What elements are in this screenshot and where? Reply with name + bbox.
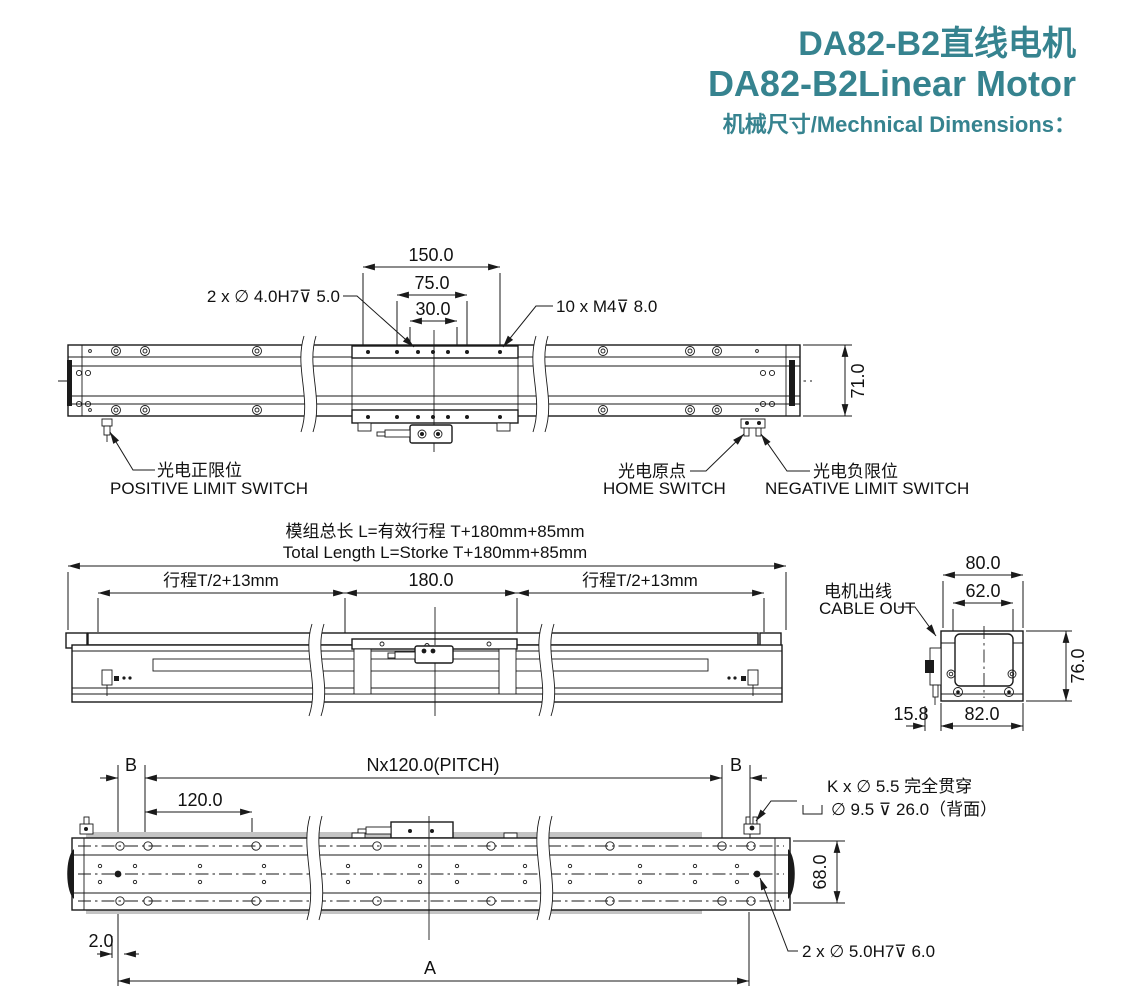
top-view: 150.0 75.0 30.0 71.0 2 x ∅ 4.0H7⊽ 5.0 10…: [58, 245, 969, 498]
top-view-carriage: [351, 330, 519, 452]
front-view-dimensions: 模组总长 L=有效行程 T+180mm+85mm Total Length L=…: [67, 522, 787, 642]
break-lines: [306, 814, 554, 922]
negative-limit-label-zh: 光电负限位: [813, 462, 898, 481]
dim-120: 120.0: [177, 790, 222, 810]
positive-limit-label-zh: 光电正限位: [157, 461, 242, 480]
k-hole-label-line1: K x ∅ 5.5 完全贯穿: [827, 777, 972, 796]
small-holes: [97, 863, 740, 885]
dim-62: 62.0: [965, 581, 1000, 601]
negative-limit-label-en: NEGATIVE LIMIT SWITCH: [765, 479, 969, 498]
home-switch-label-en: HOME SWITCH: [603, 479, 726, 498]
cable-out-label-en: CABLE OUT: [819, 599, 915, 618]
front-view: 模组总长 L=有效行程 T+180mm+85mm Total Length L=…: [65, 522, 787, 718]
k-hole-label-line2: ∅ 9.5 ⊽ 26.0（背面）: [831, 800, 997, 819]
top-view-dimensions: 150.0 75.0 30.0 71.0 2 x ∅ 4.0H7⊽ 5.0 10…: [109, 245, 969, 498]
positive-limit-label-en: POSITIVE LIMIT SWITCH: [110, 479, 308, 498]
dim-76: 76.0: [1068, 648, 1088, 683]
total-length-en: Total Length L=Storke T+180mm+85mm: [283, 543, 587, 562]
cable-out-bracket: [925, 647, 942, 705]
hole-row-top: [115, 841, 756, 851]
title-block: DA82-B2直线电机 DA82-B2Linear Motor 机械尺寸/Mec…: [707, 25, 1076, 139]
dim-150: 150.0: [408, 245, 453, 265]
top-view-rail: [58, 330, 812, 452]
dim-80: 80.0: [965, 553, 1000, 573]
side-view: 80.0 62.0 电机出线 CABLE OUT 76.0 15.8 82.0: [819, 553, 1088, 731]
dim-82: 82.0: [964, 704, 999, 724]
total-length-zh: 模组总长 L=有效行程 T+180mm+85mm: [286, 522, 585, 541]
dim-pitch: Nx120.0(PITCH): [366, 755, 499, 775]
dowel-hole-label-bottom: 2 x ∅ 5.0H7⊽ 6.0: [802, 942, 935, 961]
side-view-dimensions: 80.0 62.0 电机出线 CABLE OUT 76.0 15.8 82.0: [819, 553, 1088, 731]
bottom-view-rail: [67, 814, 795, 940]
home-switch-label-zh: 光电原点: [618, 462, 686, 481]
mounting-holes: [97, 841, 761, 906]
page-title-zh: DA82-B2直线电机: [798, 25, 1076, 63]
dim-30: 30.0: [415, 299, 450, 319]
stroke-right-dim: 行程T/2+13mm: [582, 571, 698, 590]
bottom-view-dimensions-top: B Nx120.0(PITCH) B 120.0: [100, 755, 767, 986]
bottom-view-dimensions-bottom: K x ∅ 5.5 完全贯穿 ∅ 9.5 ⊽ 26.0（背面） 68.0 2.0…: [88, 777, 997, 986]
stroke-left-dim: 行程T/2+13mm: [163, 571, 279, 590]
dim-180: 180.0: [408, 570, 453, 590]
break-lines: [308, 622, 556, 718]
front-view-carriage: [351, 607, 518, 716]
page-title-en: DA82-B2Linear Motor: [707, 63, 1076, 105]
break-lines: [300, 334, 550, 434]
dim-b-right: B: [730, 755, 742, 775]
dim-75: 75.0: [414, 273, 449, 293]
dim-2: 2.0: [88, 931, 113, 951]
side-view-body: [925, 626, 1024, 705]
dim-68: 68.0: [810, 854, 830, 889]
front-view-rail: [65, 607, 783, 718]
dowel-hole-label: 2 x ∅ 4.0H7⊽ 5.0: [207, 287, 340, 306]
hole-row-bottom: [115, 896, 756, 906]
bottom-view: B Nx120.0(PITCH) B 120.0: [67, 755, 997, 986]
cable-out-label-zh: 电机出线: [824, 582, 892, 601]
dim-15-8: 15.8: [893, 704, 928, 724]
screw-holes: [75, 346, 776, 415]
dim-b-left: B: [125, 755, 137, 775]
dim-71: 71.0: [848, 363, 868, 398]
tap-hole-label: 10 x M4⊽ 8.0: [556, 297, 657, 316]
dim-a: A: [424, 958, 436, 978]
limit-switch-parts: [101, 418, 766, 442]
page-subtitle: 机械尺寸/Mechnical Dimensions：: [722, 111, 1076, 137]
